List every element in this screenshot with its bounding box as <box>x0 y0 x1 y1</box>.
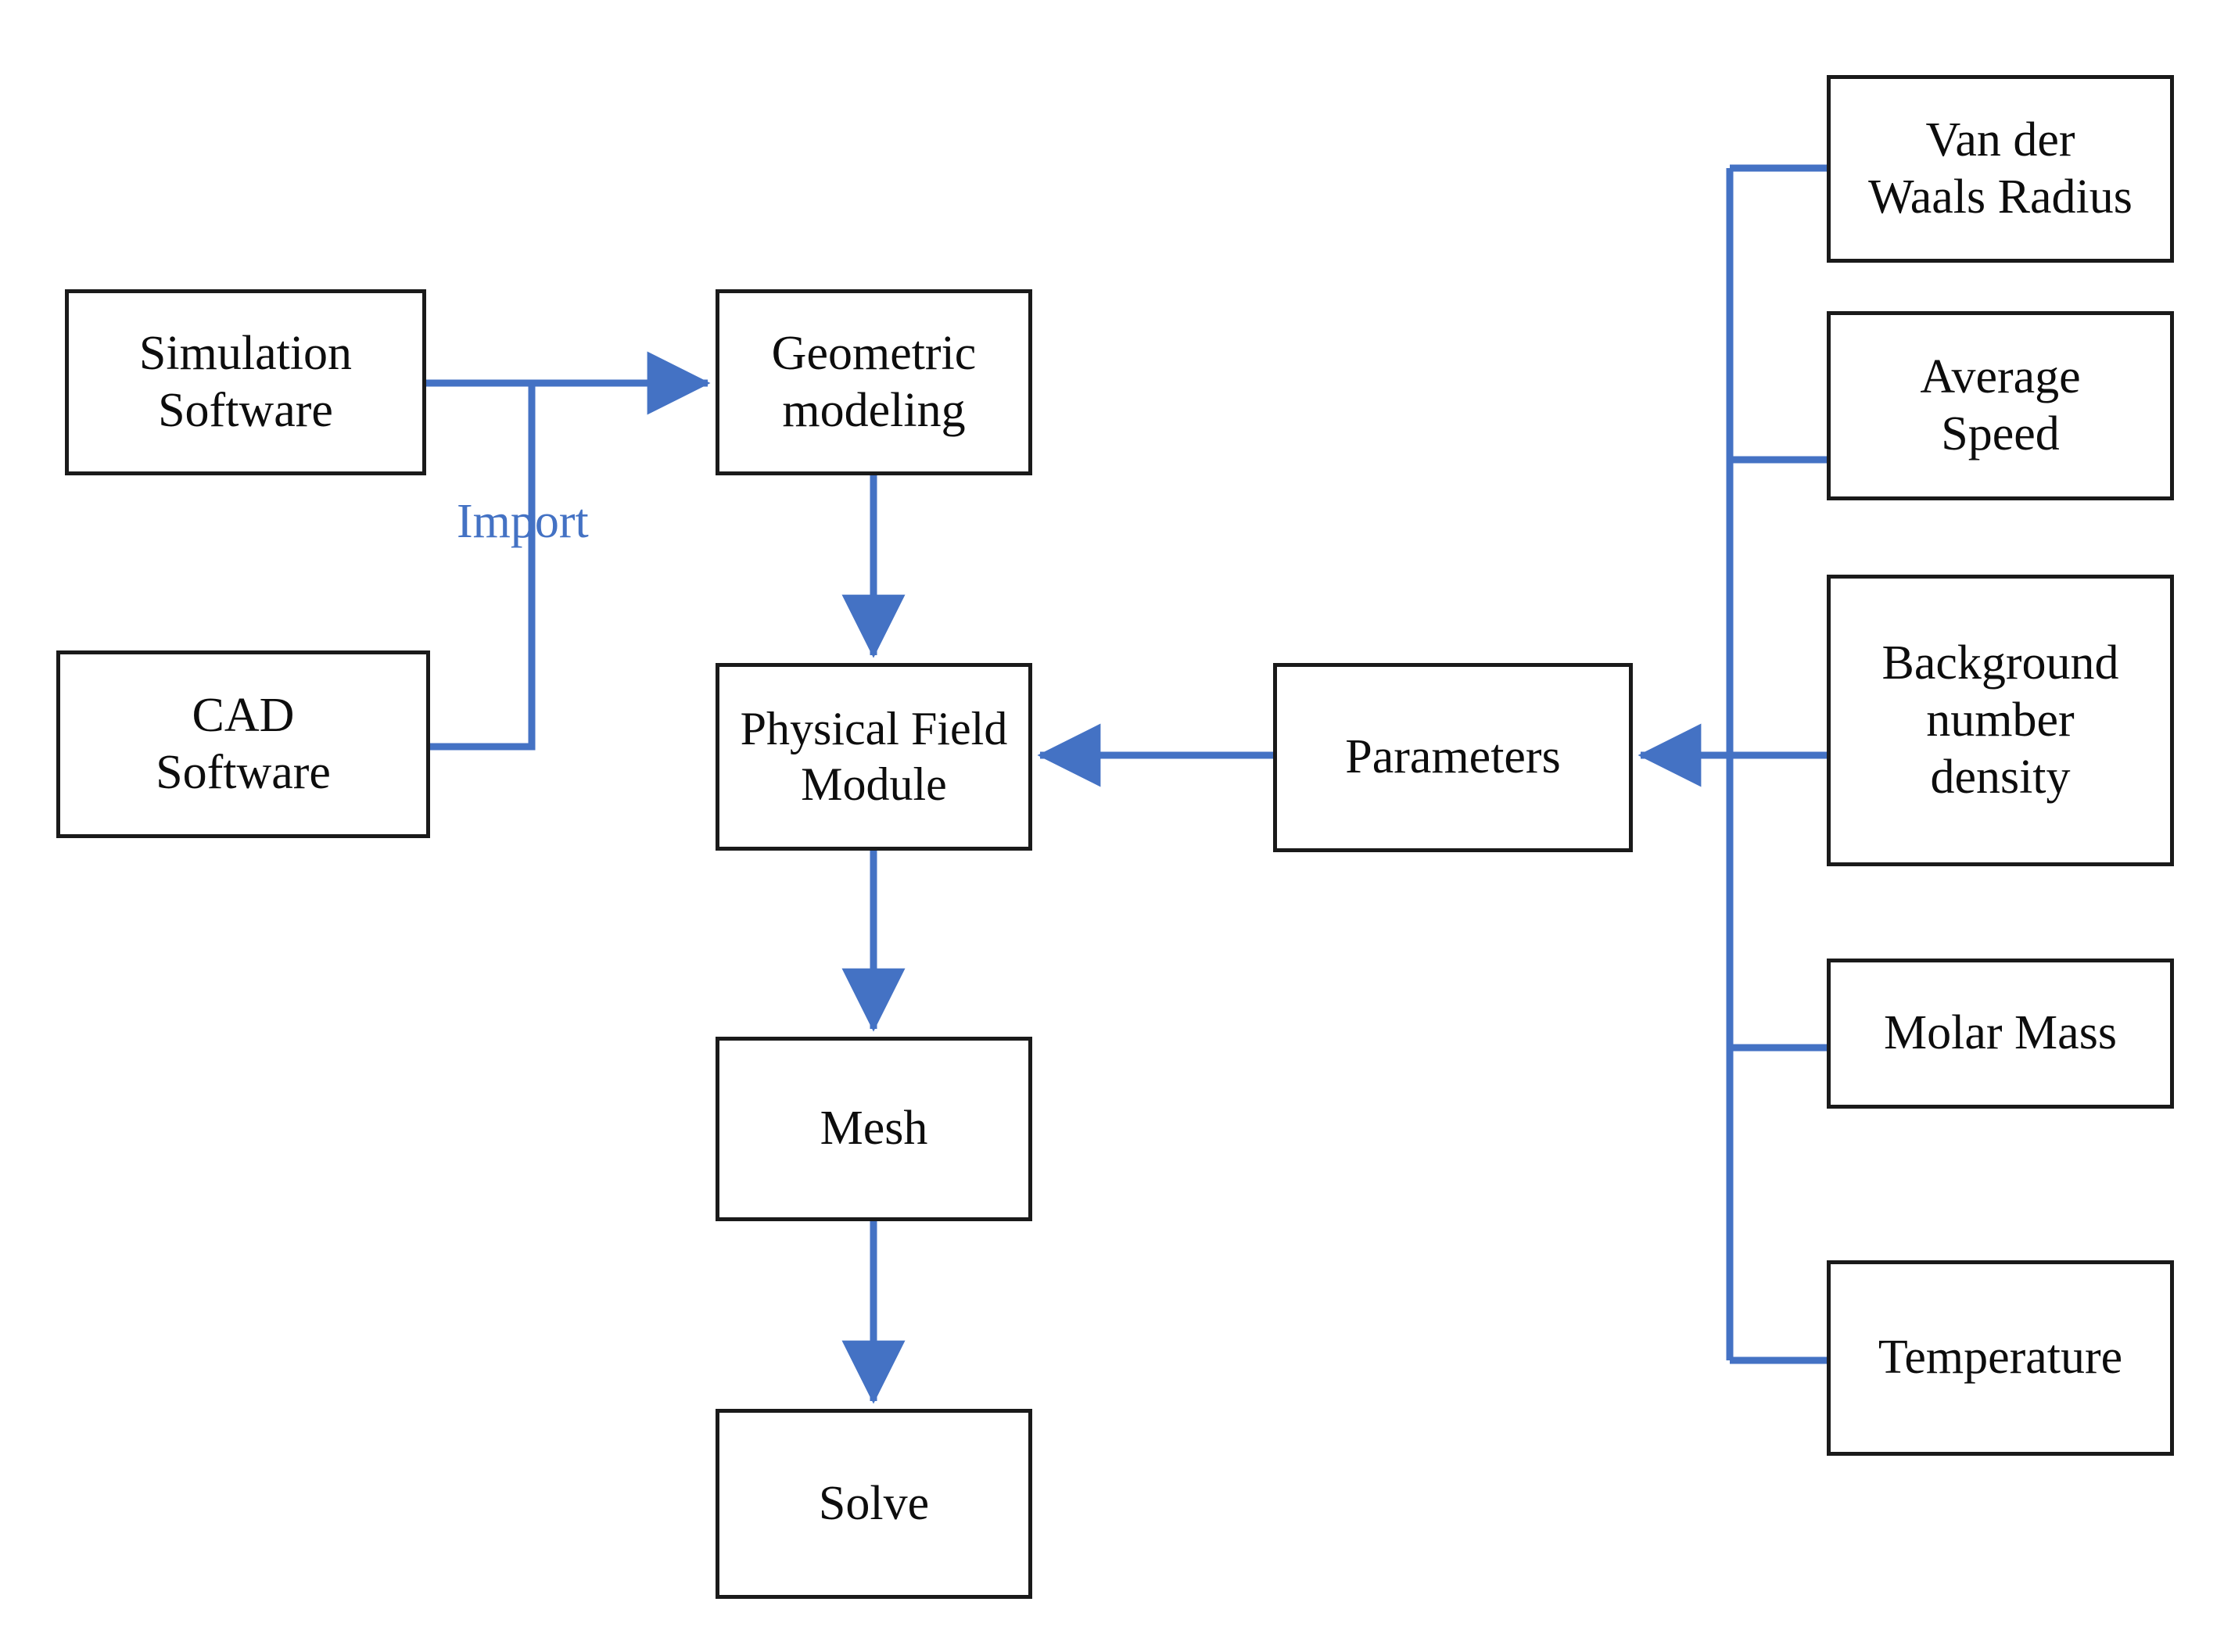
node-label: Geometric modeling <box>771 326 977 437</box>
node-label: Mesh <box>820 1102 928 1156</box>
node-label: Background number density <box>1881 636 2119 804</box>
connector-parameter-bus <box>1638 164 1827 1364</box>
node-van-der-waals-radius[interactable]: Van der Waals Radius <box>1827 75 2174 263</box>
node-label: Average Speed <box>1920 349 2081 460</box>
node-label: Simulation Software <box>138 326 353 437</box>
node-average-speed[interactable]: Average Speed <box>1827 311 2174 500</box>
node-mesh[interactable]: Mesh <box>716 1037 1032 1221</box>
connector-import-to-geometric-modeling <box>426 351 711 751</box>
node-background-number-density[interactable]: Background number density <box>1827 575 2174 866</box>
node-temperature[interactable]: Temperature <box>1827 1260 2174 1456</box>
node-parameters[interactable]: Parameters <box>1273 663 1633 852</box>
edge-label-import: Import <box>457 495 589 548</box>
node-physical-field-module[interactable]: Physical Field Module <box>716 663 1032 851</box>
node-label: Physical Field Module <box>740 703 1008 810</box>
node-solve[interactable]: Solve <box>716 1409 1032 1599</box>
node-label: CAD Software <box>156 688 331 799</box>
node-label: Molar Mass <box>1884 1006 2117 1060</box>
node-simulation-software[interactable]: Simulation Software <box>65 289 426 475</box>
node-label: Solve <box>818 1476 930 1530</box>
node-label: Van der Waals Radius <box>1868 113 2133 224</box>
node-molar-mass[interactable]: Molar Mass <box>1827 959 2174 1109</box>
node-cad-software[interactable]: CAD Software <box>56 650 430 838</box>
node-label: Temperature <box>1878 1331 2123 1385</box>
node-label: Parameters <box>1345 730 1561 784</box>
node-geometric-modeling[interactable]: Geometric modeling <box>716 289 1032 475</box>
